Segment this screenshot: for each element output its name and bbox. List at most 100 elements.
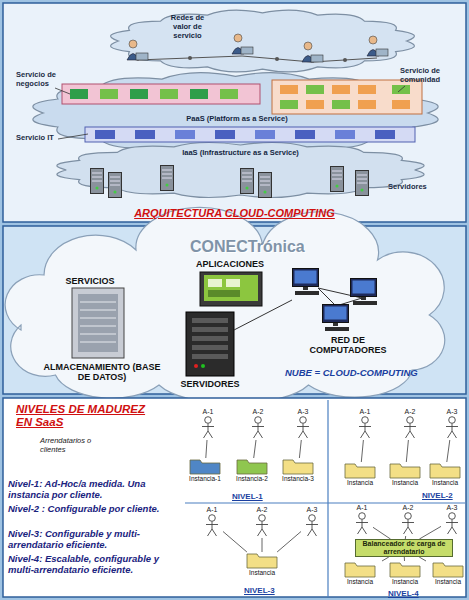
figure-head — [405, 513, 412, 520]
service-block — [306, 100, 324, 109]
app-screen — [204, 275, 258, 301]
service-block — [392, 100, 410, 109]
tenant-id: A-1 — [354, 408, 376, 416]
cloud-outline — [57, 143, 424, 198]
tenant-figure: A-1 — [197, 408, 219, 440]
level-tag: NIVEL-2 — [422, 491, 462, 500]
note-label: Arrendatarios o clientes — [40, 436, 115, 454]
instance-folder: Instancia — [383, 561, 427, 587]
stick-figure — [441, 416, 463, 439]
figure-head — [359, 513, 366, 520]
cloud-layer: Redes de valor de servicio — [95, 5, 430, 77]
folder-shape — [390, 563, 420, 577]
rack-led — [201, 364, 205, 368]
service-block — [175, 130, 195, 139]
load-balancer-box: Balanceador de carga de arrendatario — [355, 539, 453, 557]
panel-caption: NUBE = CLOUD-COMPUTING — [285, 367, 455, 378]
instance-label: Instancia — [240, 569, 284, 577]
figure-head — [209, 515, 216, 522]
drive-slot — [80, 302, 116, 303]
stick-figure — [201, 514, 223, 537]
cloud-outline — [111, 10, 415, 72]
user-icon — [367, 36, 388, 56]
figure-body — [212, 522, 213, 530]
drive-slot — [80, 334, 116, 335]
connector-line — [404, 557, 405, 561]
figure-leg — [362, 527, 367, 534]
folder-icon — [240, 552, 284, 569]
server-icon — [161, 166, 174, 191]
connector-line — [223, 532, 247, 553]
connector-line — [382, 557, 389, 561]
figure-head — [259, 515, 266, 522]
figure-head — [362, 417, 369, 424]
tenant-id: A-3 — [292, 408, 314, 416]
quadrant-divider — [327, 400, 328, 597]
instance-folder: Instancia-1 — [183, 458, 227, 484]
service-block — [295, 130, 315, 139]
layer-title: IaaS (Infrastructure as a Service) — [153, 148, 328, 157]
user-icon — [232, 34, 253, 54]
figure-body — [408, 520, 409, 528]
section-heading: NIVELES DE MADUREZ EN SaaS — [16, 403, 156, 429]
figure-leg — [303, 431, 308, 438]
figure-arms — [446, 426, 458, 427]
watermark: CONECTrónica — [190, 238, 330, 256]
figure-body — [258, 424, 259, 432]
figure-leg — [404, 527, 409, 534]
level-tag: NIVEL-1 — [232, 492, 272, 501]
stick-figure — [197, 416, 219, 439]
instance-folder: Instancia — [383, 462, 427, 488]
instance-folder: Instancia — [426, 561, 469, 587]
figure-leg — [208, 431, 213, 438]
figure-leg — [212, 529, 217, 536]
storage-front — [78, 294, 118, 352]
level-description: Nivel-4: Escalable, configurable y multi… — [8, 553, 180, 575]
level-description: Nivel-2 : Configurable por cliente. — [8, 503, 180, 514]
figure-leg — [448, 431, 453, 438]
network-node — [343, 58, 347, 62]
tenant-id: A-2 — [247, 408, 269, 416]
tenant-figure: A-2 — [397, 504, 419, 536]
component-label: ALMACENAMIENTO (BASE DE DATOS) — [40, 362, 164, 382]
tenant-id: A-3 — [301, 506, 323, 514]
instance-folder: Instancia — [240, 552, 284, 578]
figure-arms — [297, 426, 309, 427]
drive-slot — [80, 318, 116, 319]
connector-line — [419, 526, 441, 539]
service-block — [375, 130, 395, 139]
folder-icon — [383, 462, 427, 479]
connector-line — [447, 440, 450, 462]
service-block — [160, 89, 178, 99]
figure-head — [449, 417, 456, 424]
figure-leg — [406, 431, 411, 438]
callout-label: Servicio de comunidad — [400, 66, 460, 84]
folder-icon — [338, 561, 382, 578]
tenant-id: A-2 — [251, 506, 273, 514]
figure-arms — [206, 524, 218, 525]
rack-unit — [192, 345, 228, 350]
figure-leg — [258, 431, 263, 438]
figure-leg — [452, 431, 457, 438]
server-icon — [356, 171, 369, 196]
figure-arms — [404, 426, 416, 427]
figure-leg — [262, 529, 267, 536]
figure-leg — [408, 527, 413, 534]
folder-shape — [390, 464, 420, 478]
service-block — [70, 89, 88, 99]
level-description: Nivel-3: Configurable y multi-arrendatar… — [8, 528, 180, 550]
rack-unit — [192, 336, 228, 341]
stick-figure — [441, 512, 463, 535]
instance-folder: Instancia — [338, 561, 382, 587]
rack-led — [194, 364, 198, 368]
stick-figure — [397, 512, 419, 535]
tenant-id: A-3 — [441, 504, 463, 512]
instance-label: Instancia — [383, 479, 427, 487]
connector-line — [405, 536, 406, 539]
cloud-outline — [33, 73, 438, 154]
network-line — [234, 300, 292, 330]
instance-folder: Instancia-3 — [276, 458, 320, 484]
level-tag: NIVEL-3 — [244, 586, 284, 595]
